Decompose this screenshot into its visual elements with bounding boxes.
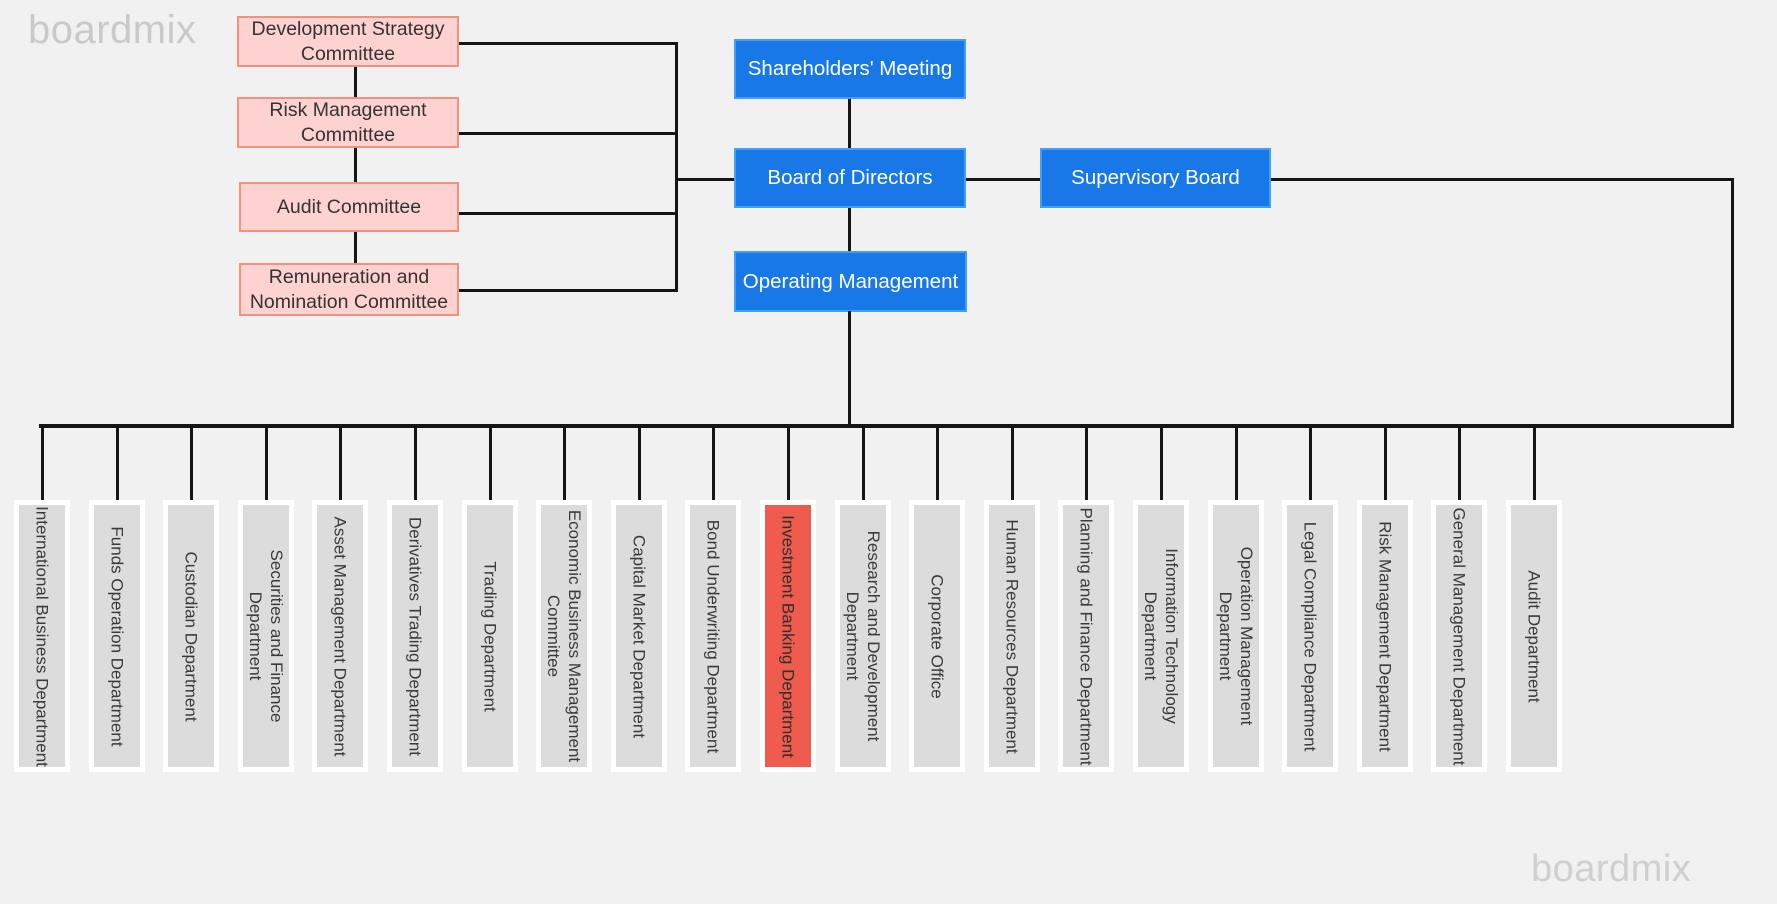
department-drop-line [936, 426, 939, 502]
department-label: Asset Management Department [330, 515, 350, 756]
connector-committee-2 [458, 132, 678, 135]
department-box[interactable]: Derivatives Trading Department [387, 500, 443, 772]
department-label: Bond Underwriting Department [703, 519, 723, 753]
department-box[interactable]: Investment Banking Department [760, 500, 816, 772]
department-box[interactable]: General Management Department [1431, 500, 1487, 772]
department-drop-line [1160, 426, 1163, 502]
box-operating-management[interactable]: Operating Management [734, 251, 967, 312]
committee-box-audit[interactable]: Audit Committee [239, 182, 459, 232]
department-box[interactable]: Custodian Department [163, 500, 219, 772]
connector-committee-4 [459, 289, 678, 292]
connector-committee-bus [675, 42, 678, 292]
department-box[interactable]: Bond Underwriting Department [685, 500, 741, 772]
department-drop-line [1533, 426, 1536, 502]
connector-committees-to-board [675, 178, 737, 181]
department-drop-line [1309, 426, 1312, 502]
box-supervisory-board[interactable]: Supervisory Board [1040, 148, 1271, 208]
department-box[interactable]: Operation Management Department [1208, 500, 1264, 772]
department-box[interactable]: Information Technology Department [1133, 500, 1189, 772]
department-label: Audit Department [1524, 569, 1544, 703]
connector-committee-3 [459, 212, 678, 215]
connector-committee-chain-2 [354, 147, 357, 182]
committee-label: Development Strategy Committee [251, 17, 445, 65]
boardmix-watermark-bottom: boardmix [1531, 848, 1692, 890]
department-drop-line [339, 426, 342, 502]
committee-box-development-strategy[interactable]: Development Strategy Committee [237, 16, 459, 67]
committee-label: Remuneration and Nomination Committee [249, 265, 449, 313]
boardmix-watermark-top: boardmix [28, 8, 197, 52]
committee-label: Risk Management Committee [269, 98, 427, 146]
department-bus [39, 424, 1734, 428]
department-label: Operation Management Department [1216, 546, 1256, 726]
connector-operating-to-dept-bus [848, 311, 851, 427]
department-label: Legal Compliance Department [1300, 521, 1320, 751]
committee-box-remuneration-nomination[interactable]: Remuneration and Nomination Committee [239, 263, 459, 316]
box-board-of-directors[interactable]: Board of Directors [734, 148, 966, 208]
department-drop-line [489, 426, 492, 502]
department-drop-line [787, 426, 790, 502]
box-label: Shareholders' Meeting [747, 57, 953, 80]
department-drop-line [190, 426, 193, 502]
department-drop-line [41, 426, 44, 502]
department-drop-line [116, 426, 119, 502]
connector-committee-chain-3 [354, 230, 357, 264]
department-drop-line [1011, 426, 1014, 502]
committee-box-risk-management[interactable]: Risk Management Committee [237, 97, 459, 148]
department-box[interactable]: Audit Department [1506, 500, 1562, 772]
connector-committee-chain-1 [354, 66, 357, 101]
box-label: Supervisory Board [1071, 166, 1240, 189]
connector-shareholders-to-board [848, 98, 851, 150]
department-label: Risk Management Department [1375, 520, 1395, 752]
department-label: Information Technology Department [1141, 548, 1181, 724]
department-box[interactable]: Securities and Finance Department [238, 500, 294, 772]
department-label: Capital Market Department [629, 534, 649, 738]
department-box[interactable]: Capital Market Department [611, 500, 667, 772]
department-box[interactable]: Risk Management Department [1357, 500, 1413, 772]
box-shareholders-meeting[interactable]: Shareholders' Meeting [734, 39, 966, 99]
department-label: Economic Business Management Committee [544, 509, 584, 763]
department-box[interactable]: Legal Compliance Department [1282, 500, 1338, 772]
department-label: Corporate Office [927, 573, 947, 699]
department-label: Derivatives Trading Department [405, 516, 425, 756]
department-box[interactable]: Research and Development Department [835, 500, 891, 772]
department-label: Planning and Finance Department [1076, 507, 1096, 765]
connector-supervisory-right [1270, 178, 1734, 181]
department-label: Human Resources Department [1002, 518, 1022, 754]
connector-board-to-operating [848, 206, 851, 252]
department-box[interactable]: Economic Business Management Committee [536, 500, 592, 772]
department-label: Trading Department [480, 560, 500, 712]
department-box[interactable]: Planning and Finance Department [1058, 500, 1114, 772]
committee-label: Audit Committee [276, 195, 422, 218]
department-box[interactable]: Corporate Office [909, 500, 965, 772]
department-label: International Business Department [32, 505, 52, 767]
connector-committee-1 [458, 42, 678, 45]
department-drop-line [862, 426, 865, 502]
department-label: Investment Banking Department [778, 514, 798, 758]
department-label: Custodian Department [181, 550, 201, 722]
department-drop-line [563, 426, 566, 502]
department-drop-line [1458, 426, 1461, 502]
department-box[interactable]: Trading Department [462, 500, 518, 772]
box-label: Board of Directors [767, 166, 933, 189]
connector-board-to-supervisory [965, 178, 1042, 181]
department-drop-line [1235, 426, 1238, 502]
department-box[interactable]: Asset Management Department [312, 500, 368, 772]
department-box[interactable]: International Business Department [14, 500, 70, 772]
department-drop-line [265, 426, 268, 502]
department-drop-line [712, 426, 715, 502]
department-box[interactable]: Human Resources Department [984, 500, 1040, 772]
department-drop-line [414, 426, 417, 502]
department-drop-line [1384, 426, 1387, 502]
department-drop-line [1085, 426, 1088, 502]
department-box[interactable]: Funds Operation Department [89, 500, 145, 772]
department-label: Research and Development Department [843, 530, 883, 742]
connector-supervisory-down [1731, 178, 1734, 426]
department-label: General Management Department [1449, 507, 1469, 765]
department-label: Securities and Finance Department [246, 549, 286, 723]
department-label: Funds Operation Department [107, 525, 127, 747]
box-label: Operating Management [742, 269, 959, 293]
department-drop-line [638, 426, 641, 502]
